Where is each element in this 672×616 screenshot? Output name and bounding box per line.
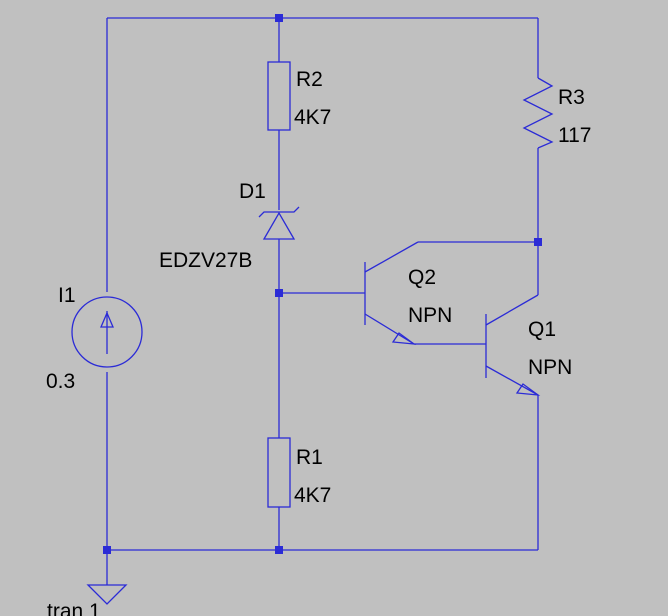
r3-name-label: R3 [558, 86, 585, 109]
d1-name-label: D1 [239, 180, 266, 203]
r1-resistor-body [267, 437, 291, 508]
q1-value-label: NPN [528, 356, 572, 379]
q2-name-label: Q2 [408, 266, 436, 289]
r3-value-label: 117 [558, 124, 591, 147]
i1-value-label: 0.3 [46, 370, 75, 393]
r2-value-label: 4K7 [294, 106, 331, 129]
junction-q2-collector [534, 238, 542, 246]
q1-name-label: Q1 [528, 318, 556, 341]
r2-name-label: R2 [296, 68, 323, 91]
i1-current-source-symbol [71, 296, 143, 368]
window-edge [668, 0, 672, 616]
junction-bottom-middle [275, 546, 283, 554]
junction-bottom-left [103, 546, 111, 554]
r2-resistor-body [267, 61, 291, 131]
r1-name-label: R1 [296, 446, 323, 469]
wires [106, 17, 539, 585]
q2-value-label: NPN [408, 304, 452, 327]
ground-symbol [86, 584, 128, 605]
i1-name-label: I1 [58, 284, 76, 307]
d1-zener-diode-symbol [258, 206, 300, 240]
r1-value-label: 4K7 [294, 484, 331, 507]
q2-transistor-symbol [364, 241, 419, 345]
d1-value-label: EDZV27B [159, 249, 252, 272]
junctions [103, 14, 542, 554]
simulation-directive[interactable]: tran 1 [47, 600, 101, 616]
junction-q2-base [275, 289, 283, 297]
r3-resistor-zigzag [522, 77, 554, 149]
junction-top [275, 14, 283, 22]
q1-transistor-symbol [485, 294, 541, 396]
